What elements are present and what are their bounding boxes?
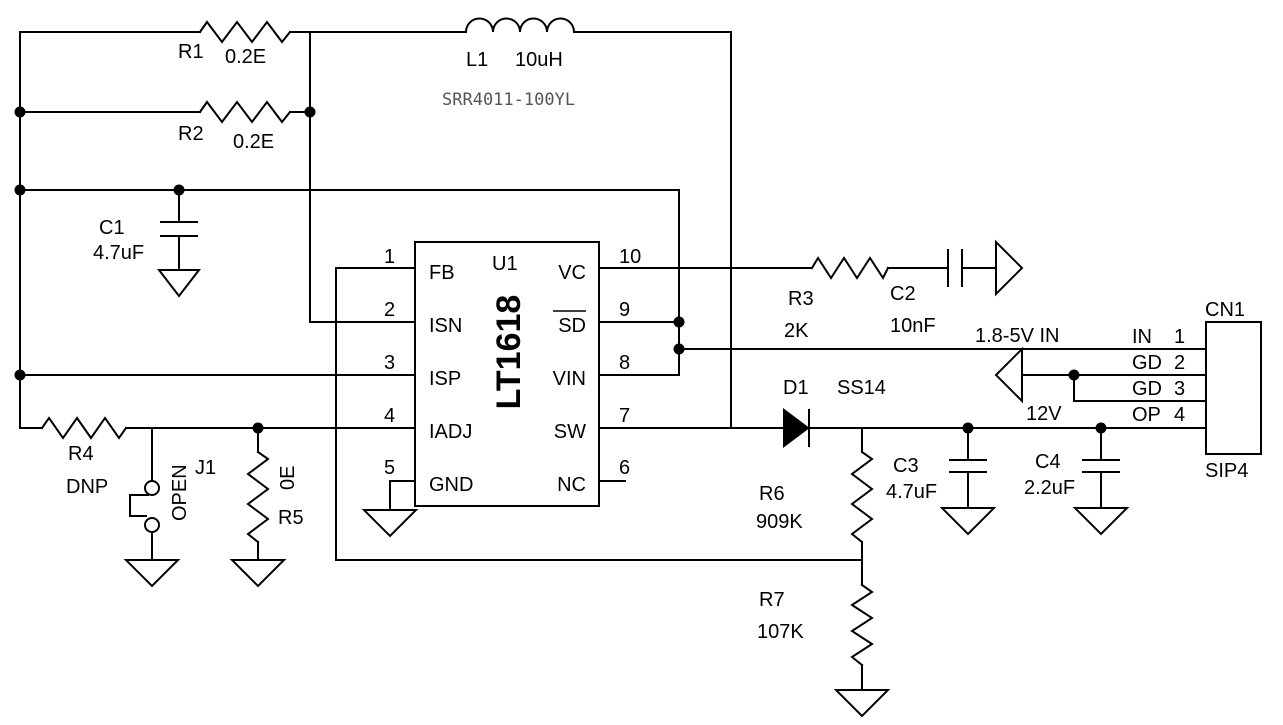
pin-1-name: FB <box>429 262 455 284</box>
pin-7-num: 7 <box>619 405 630 427</box>
pin-6-name: NC <box>557 474 586 496</box>
c4-value: 2.2uF <box>1024 477 1075 499</box>
r4-resistor <box>40 416 128 440</box>
c2-capacitor <box>947 249 963 287</box>
r7-resistor <box>850 583 874 667</box>
c1-value: 4.7uF <box>93 242 144 264</box>
c3-value: 4.7uF <box>886 481 937 503</box>
cn1-pin-4-num: 4 <box>1174 404 1185 426</box>
ic-ref: U1 <box>492 253 518 275</box>
l1-inductor <box>464 17 576 34</box>
pin-4-num: 4 <box>384 405 395 427</box>
cn1-pin-1-num: 1 <box>1174 326 1185 348</box>
r1-resistor <box>198 20 292 44</box>
ground-icon <box>994 346 1023 404</box>
r4-ref: R4 <box>68 443 94 465</box>
r2-ref: R2 <box>178 123 204 145</box>
wires <box>19 31 1207 691</box>
cn1-pin-2-num: 2 <box>1174 352 1185 374</box>
j1-ref: J1 <box>195 457 216 479</box>
pin-2-num: 2 <box>384 299 395 321</box>
ground-icon <box>229 559 287 588</box>
c3-ref: C3 <box>893 455 919 477</box>
ground-icon <box>939 507 997 536</box>
cn1-pin-3-name: GD <box>1132 378 1162 400</box>
pin-5-name: GND <box>429 474 473 496</box>
ground-icon <box>123 559 181 588</box>
d1-diode <box>783 408 810 448</box>
r6-resistor <box>850 450 874 544</box>
component-labels: R1 0.2E R2 0.2E L1 10uH SRR4011-100YL C1… <box>66 41 1075 643</box>
l1-part: SRR4011-100YL <box>442 90 575 110</box>
pin-1-num: 1 <box>384 246 395 268</box>
net-input-label: 1.8-5V IN <box>975 325 1059 347</box>
pin-3-num: 3 <box>384 352 395 374</box>
pin-6-num: 6 <box>619 457 630 479</box>
cn1-pin-4-name: OP <box>1132 404 1161 426</box>
r5-resistor <box>246 450 270 544</box>
r5-value: 0E <box>277 466 299 490</box>
r2-value: 0.2E <box>233 131 274 153</box>
pin-8-num: 8 <box>619 352 630 374</box>
pin-10-name: VC <box>558 262 586 284</box>
r6-value: 909K <box>756 511 803 533</box>
cn1-ref: CN1 <box>1205 299 1245 321</box>
ground-icon <box>1072 507 1130 536</box>
j1-jumper <box>144 480 160 533</box>
ground-icon <box>995 239 1024 297</box>
pin-4-name: IADJ <box>429 421 472 443</box>
r2-resistor <box>198 100 292 124</box>
r1-value: 0.2E <box>225 46 266 68</box>
r1-ref: R1 <box>178 41 204 63</box>
cn1-pin-2-name: GD <box>1132 352 1162 374</box>
c1-ref: C1 <box>99 217 125 239</box>
pin-5-num: 5 <box>384 457 395 479</box>
junction-dots <box>14 106 1107 434</box>
pin-8-name: VIN <box>553 368 586 390</box>
cn1-type: SIP4 <box>1205 460 1248 482</box>
c4-ref: C4 <box>1035 451 1061 473</box>
r3-value: 2K <box>784 320 809 342</box>
c1-capacitor <box>160 221 198 237</box>
pin-3-name: ISP <box>429 368 461 390</box>
r3-ref: R3 <box>788 288 814 310</box>
pin-7-name: SW <box>554 421 586 443</box>
net-output-label: 12V <box>1026 403 1062 425</box>
r6-ref: R6 <box>759 483 785 505</box>
r4-value: DNP <box>66 476 108 498</box>
cn1-pin-1-name: IN <box>1132 326 1152 348</box>
r7-value: 107K <box>757 621 804 643</box>
d1-ref: D1 <box>783 377 809 399</box>
ic-u1: U1 LT1618 FB ISN ISP IADJ GND 1 2 3 4 5 … <box>384 241 641 507</box>
c3-capacitor <box>949 459 987 473</box>
pin-2-name: ISN <box>429 315 462 337</box>
ground-icon <box>361 509 419 538</box>
r5-ref: R5 <box>278 507 304 529</box>
ground-icon <box>833 689 891 718</box>
cn1-pin-3-num: 3 <box>1174 378 1185 400</box>
c2-value: 10nF <box>890 315 936 337</box>
r3-resistor <box>810 256 890 281</box>
d1-value: SS14 <box>837 377 886 399</box>
ground-icon <box>156 269 202 298</box>
j1-value: OPEN <box>169 464 191 521</box>
pin-9-name: SD <box>558 315 586 337</box>
l1-value: 10uH <box>515 49 563 71</box>
c2-ref: C2 <box>890 283 916 305</box>
ic-name: LT1618 <box>490 295 528 410</box>
connector-cn1: CN1 SIP4 IN GD GD OP 1 2 3 4 <box>1132 299 1262 482</box>
ground-symbols <box>123 239 1130 718</box>
r7-ref: R7 <box>759 589 785 611</box>
pin-10-num: 10 <box>619 246 641 268</box>
pin-9-num: 9 <box>619 299 630 321</box>
c4-capacitor <box>1082 459 1120 473</box>
l1-ref: L1 <box>466 49 488 71</box>
